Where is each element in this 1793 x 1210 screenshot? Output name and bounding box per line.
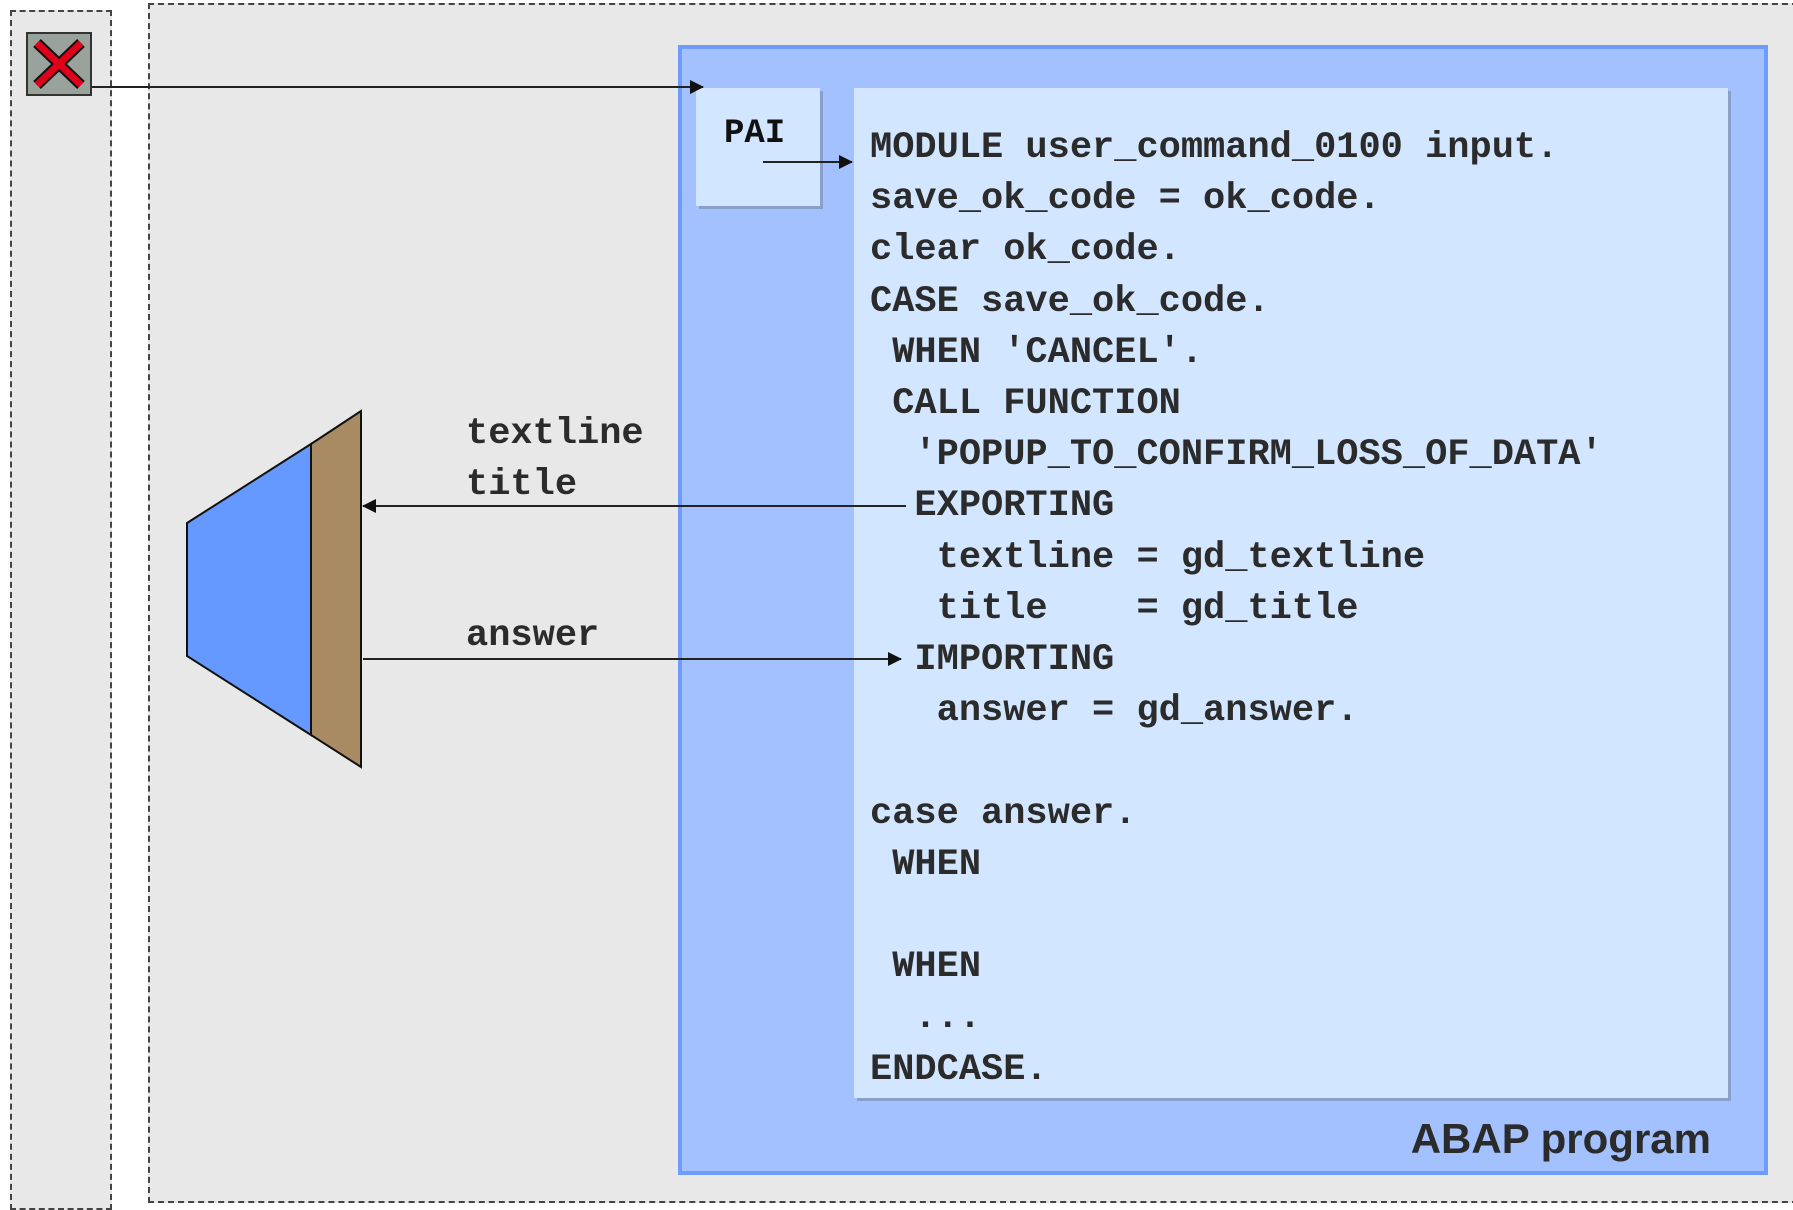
code-line: ENDCASE. [870, 1048, 1048, 1091]
code-line: case answer. [870, 792, 1137, 835]
close-x-icon [33, 39, 85, 89]
code-line: title = gd_title [870, 587, 1359, 630]
code-line: CALL FUNCTION [870, 383, 1181, 425]
code-line: WHEN [870, 946, 982, 989]
code-line: 'POPUP_TO_CONFIRM_LOSS_OF_DATA' [870, 434, 1603, 477]
param-title-label: title [466, 464, 578, 506]
left-screen-panel [10, 10, 112, 1210]
code-line: CASE save_ok_code. [870, 280, 1270, 323]
code-line: clear ok_code. [870, 229, 1181, 272]
code-line: WHEN [870, 843, 982, 886]
code-line: WHEN 'CANCEL'. [870, 331, 1204, 374]
param-textline-label: textline [466, 413, 644, 455]
popup-shape-icon [186, 409, 362, 769]
pai-label: PAI [724, 115, 786, 153]
code-box [854, 88, 1728, 1098]
code-line: IMPORTING [870, 639, 1115, 681]
code-line: EXPORTING [870, 485, 1115, 528]
code-line: MODULE user_command_0100 input. [870, 127, 1559, 169]
code-line: answer = gd_answer. [870, 690, 1359, 733]
close-button[interactable] [26, 32, 92, 96]
code-line: ... [870, 997, 982, 1040]
code-line: textline = gd_textline [870, 536, 1426, 579]
code-line: save_ok_code = ok_code. [870, 178, 1381, 221]
param-answer-label: answer [466, 615, 600, 657]
pai-box [696, 88, 820, 206]
program-label: ABAP program [1410, 1115, 1711, 1162]
